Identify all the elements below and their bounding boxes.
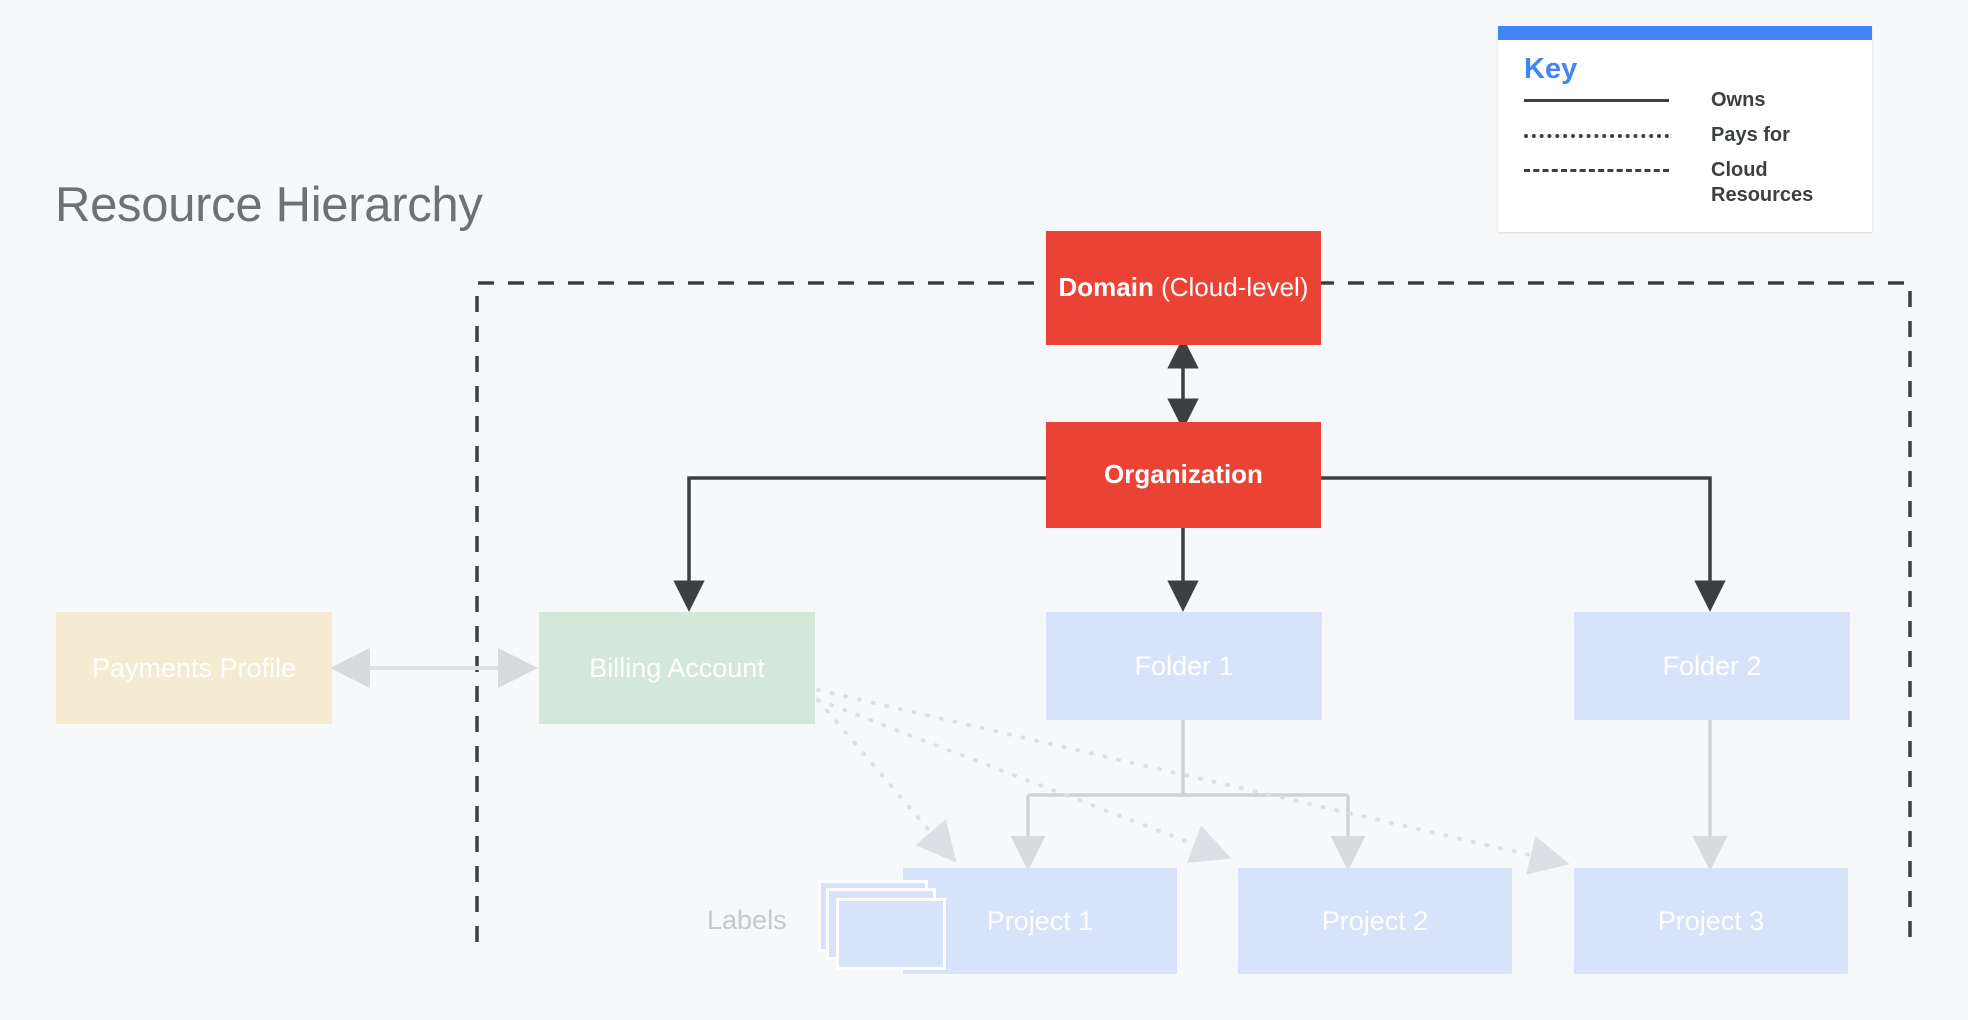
- node-project-2-label: Project 2: [1321, 905, 1429, 936]
- edge-organization-billing-account: [673, 476, 1046, 612]
- key-label-cloud-resources: Cloud Resources: [1711, 159, 1814, 206]
- node-folder-1-label: Folder 1: [1134, 650, 1234, 681]
- node-project-2[interactable]: Project 2: [1238, 868, 1512, 974]
- edge-organization-folder-2: [1321, 476, 1726, 612]
- key-accent-bar: [1498, 26, 1872, 40]
- node-billing-account-label: Billing Account: [589, 652, 765, 683]
- node-project-3[interactable]: Project 3: [1574, 868, 1848, 974]
- node-domain[interactable]: Domain (Cloud-level): [1046, 231, 1321, 345]
- node-billing-account[interactable]: Billing Account: [539, 612, 815, 724]
- key-label-owns: Owns: [1711, 89, 1766, 112]
- node-organization-label-bold: Organization: [1104, 459, 1263, 490]
- pays-for-line-icon: [1524, 123, 1669, 145]
- edge-billing-pays-project-2: [816, 698, 1232, 863]
- node-organization[interactable]: Organization: [1046, 422, 1321, 528]
- owns-line-icon: [1524, 88, 1669, 110]
- page-title: Resource Hierarchy: [55, 178, 483, 232]
- node-organization-label: Organization: [1104, 459, 1263, 490]
- node-folder-1[interactable]: Folder 1: [1046, 612, 1322, 720]
- node-domain-label: Domain (Cloud-level): [1059, 272, 1309, 303]
- key-label-pays-for: Pays for: [1711, 124, 1790, 147]
- edge-billing-pays-project-1: [816, 698, 957, 863]
- key-row-owns: Owns: [1524, 88, 1846, 114]
- node-project-3-label: Project 3: [1657, 905, 1765, 936]
- cloud-resources-line-icon: [1524, 158, 1669, 180]
- node-folder-2[interactable]: Folder 2: [1574, 612, 1850, 720]
- key-heading: Key: [1524, 53, 1578, 85]
- node-project-1-label: Project 1: [986, 905, 1094, 936]
- key-panel: Key Owns Pays for Cloud Resources: [1498, 26, 1872, 233]
- key-row-pays-for: Pays for: [1524, 123, 1846, 149]
- node-domain-label-rest: (Cloud-level): [1153, 272, 1309, 303]
- node-payments-profile-label: Payments Profile: [91, 652, 297, 683]
- key-row-cloud-resources: Cloud Resources: [1524, 158, 1846, 207]
- node-payments-profile[interactable]: Payments Profile: [56, 612, 332, 724]
- labels-card-front: [836, 898, 946, 970]
- node-folder-2-label: Folder 2: [1662, 650, 1762, 681]
- key-body: Key Owns Pays for Cloud Resources: [1498, 40, 1872, 232]
- labels-caption: Labels: [707, 905, 787, 935]
- node-domain-label-bold: Domain: [1058, 272, 1154, 303]
- labels-stack-icon[interactable]: [818, 880, 950, 972]
